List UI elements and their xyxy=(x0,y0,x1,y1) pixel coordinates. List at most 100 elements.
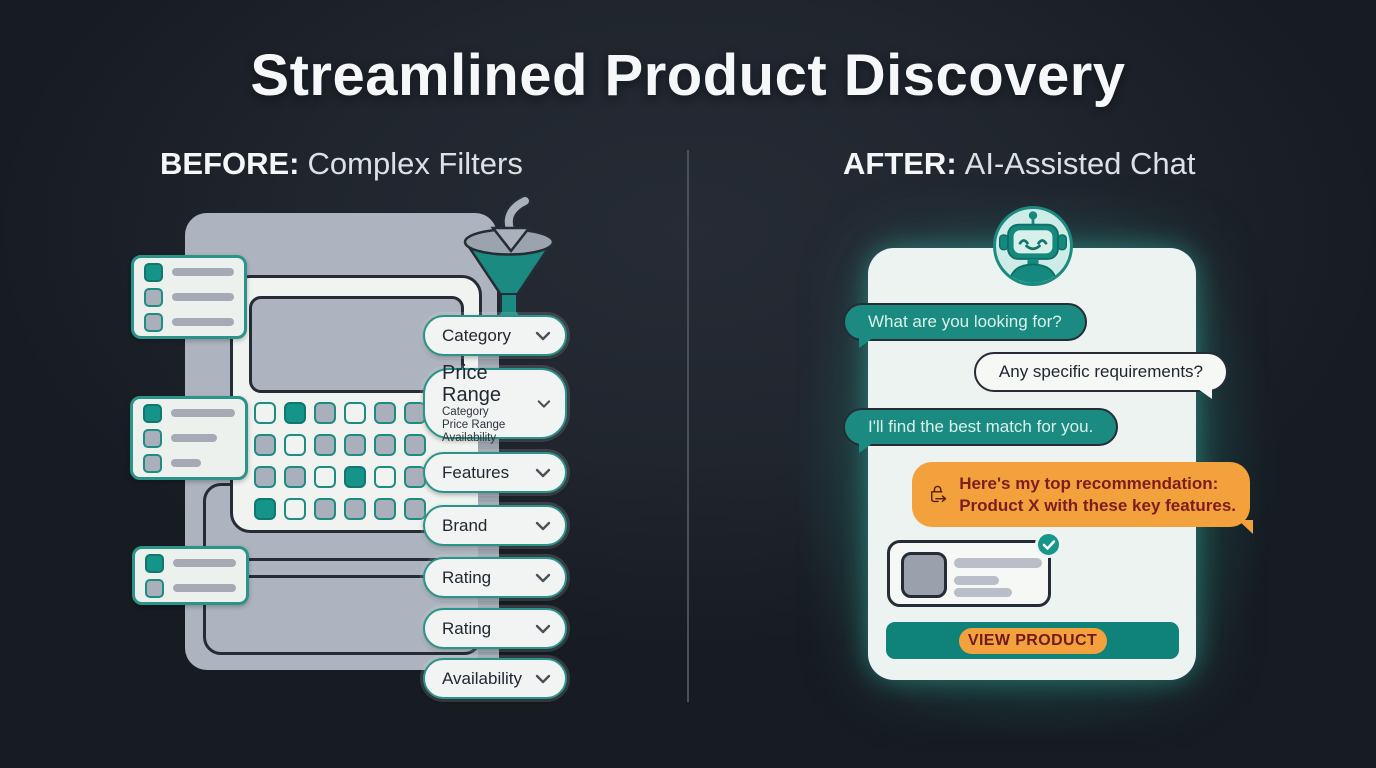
filter-dropdown-rating-1[interactable]: Rating xyxy=(423,557,567,598)
grid-checkbox[interactable] xyxy=(314,466,336,488)
checkbox[interactable] xyxy=(143,403,162,423)
grid-checkbox[interactable] xyxy=(374,466,396,488)
checkbox[interactable] xyxy=(145,578,164,598)
grid-checkbox[interactable] xyxy=(284,466,306,488)
chat-bubble-bot-2: I'll find the best match for you. xyxy=(843,408,1119,453)
dropdown-option[interactable]: Price Range xyxy=(442,419,506,431)
grid-checkbox[interactable] xyxy=(374,498,396,520)
chat-bubble-bot-1: What are you looking for? xyxy=(843,303,1087,348)
chevron-down-icon xyxy=(535,674,551,683)
text-line xyxy=(172,318,234,326)
mini-filter-row xyxy=(145,553,236,573)
mini-filter-row xyxy=(143,428,235,448)
chat-bubble-user: Any specific requirements? xyxy=(973,352,1228,399)
text-line xyxy=(171,409,235,417)
dropdown-label: Category xyxy=(442,325,511,345)
text-line xyxy=(173,559,236,567)
divider-line xyxy=(206,558,479,561)
section-divider xyxy=(687,150,689,702)
text-line xyxy=(173,584,236,592)
filter-dropdown-price-range[interactable]: Price Range Category Price Range Availab… xyxy=(423,362,567,444)
chevron-down-icon xyxy=(535,624,551,633)
grid-checkbox[interactable] xyxy=(374,434,396,456)
filter-dropdown-features[interactable]: Features xyxy=(423,452,567,493)
grid-checkbox[interactable] xyxy=(344,498,366,520)
chevron-down-icon xyxy=(535,468,551,477)
text-line xyxy=(171,434,217,442)
checkbox[interactable] xyxy=(144,312,163,332)
text-line xyxy=(954,558,1042,568)
before-label: BEFORE: xyxy=(160,146,300,181)
chat-message-text: What are you looking for? xyxy=(868,312,1062,331)
checkbox[interactable] xyxy=(143,453,162,473)
shopping-bag-arrow-icon xyxy=(931,485,947,502)
dropdown-label: Rating xyxy=(442,618,492,638)
grid-checkbox[interactable] xyxy=(254,498,276,520)
mini-filter-row xyxy=(143,403,235,423)
text-line xyxy=(171,459,201,467)
after-subtitle: AI-Assisted Chat xyxy=(964,146,1196,181)
grid-checkbox[interactable] xyxy=(344,466,366,488)
mini-filter-card-2 xyxy=(130,396,248,480)
text-line xyxy=(954,588,1012,597)
before-subtitle: Complex Filters xyxy=(307,146,523,181)
grid-checkbox[interactable] xyxy=(344,434,366,456)
view-product-button[interactable]: VIEW PRODUCT xyxy=(886,622,1179,659)
mini-filter-row xyxy=(144,262,234,282)
mini-filter-card-3 xyxy=(132,546,249,605)
chevron-down-icon xyxy=(535,521,551,530)
grid-checkbox[interactable] xyxy=(404,498,426,520)
grid-checkbox[interactable] xyxy=(254,434,276,456)
mini-filter-row xyxy=(143,453,235,473)
grid-checkbox[interactable] xyxy=(374,402,396,424)
filter-dropdown-availability[interactable]: Availability xyxy=(423,658,567,699)
grid-checkbox[interactable] xyxy=(284,402,306,424)
grid-checkbox[interactable] xyxy=(284,434,306,456)
before-heading: BEFORE:Complex Filters xyxy=(160,146,523,182)
funnel-icon xyxy=(463,195,555,324)
dropdown-label: Brand xyxy=(442,515,488,535)
chat-message-text: Product X with these key features. xyxy=(959,495,1236,515)
grid-checkbox[interactable] xyxy=(284,498,306,520)
mini-filter-row xyxy=(144,312,234,332)
text-line xyxy=(172,293,234,301)
dropdown-label: Price Range xyxy=(442,362,501,406)
text-line xyxy=(954,576,999,585)
dropdown-label: Availability xyxy=(442,668,523,688)
grid-checkbox[interactable] xyxy=(314,498,336,520)
grid-checkbox[interactable] xyxy=(404,434,426,456)
checkbox[interactable] xyxy=(145,553,164,573)
filter-dropdown-category[interactable]: Category xyxy=(423,315,567,356)
mini-filter-card-1 xyxy=(131,255,247,339)
grid-checkbox[interactable] xyxy=(314,402,336,424)
grid-checkbox[interactable] xyxy=(344,402,366,424)
view-product-button-label[interactable]: VIEW PRODUCT xyxy=(958,627,1107,654)
mini-filter-row xyxy=(144,287,234,307)
filter-dropdown-brand[interactable]: Brand xyxy=(423,505,567,546)
checkbox[interactable] xyxy=(144,287,163,307)
checkbox[interactable] xyxy=(143,428,162,448)
chat-message-text: Any specific requirements? xyxy=(998,362,1203,381)
chevron-down-icon xyxy=(535,573,551,582)
dropdown-label: Rating xyxy=(442,567,492,587)
after-label: AFTER: xyxy=(843,146,957,181)
grid-checkbox[interactable] xyxy=(314,434,336,456)
product-card[interactable] xyxy=(887,540,1051,607)
dropdown-option[interactable]: Availability xyxy=(442,432,497,444)
grid-checkbox[interactable] xyxy=(254,466,276,488)
checkmark-icon xyxy=(1035,531,1062,558)
divider-line xyxy=(206,575,479,578)
checkbox[interactable] xyxy=(144,262,163,282)
grid-checkbox[interactable] xyxy=(254,402,276,424)
page-title: Streamlined Product Discovery xyxy=(250,43,1126,108)
mini-filter-row xyxy=(145,578,236,598)
product-image-placeholder xyxy=(901,552,947,598)
filter-dropdown-rating-2[interactable]: Rating xyxy=(423,608,567,649)
robot-avatar-icon xyxy=(993,206,1073,286)
text-line xyxy=(172,268,234,276)
dropdown-option[interactable]: Category xyxy=(442,406,489,418)
curved-arrow-down-icon xyxy=(490,195,532,254)
after-heading: AFTER:AI-Assisted Chat xyxy=(843,146,1196,182)
chat-bubble-recommendation: Here's my top recommendation: Product X … xyxy=(912,462,1253,534)
